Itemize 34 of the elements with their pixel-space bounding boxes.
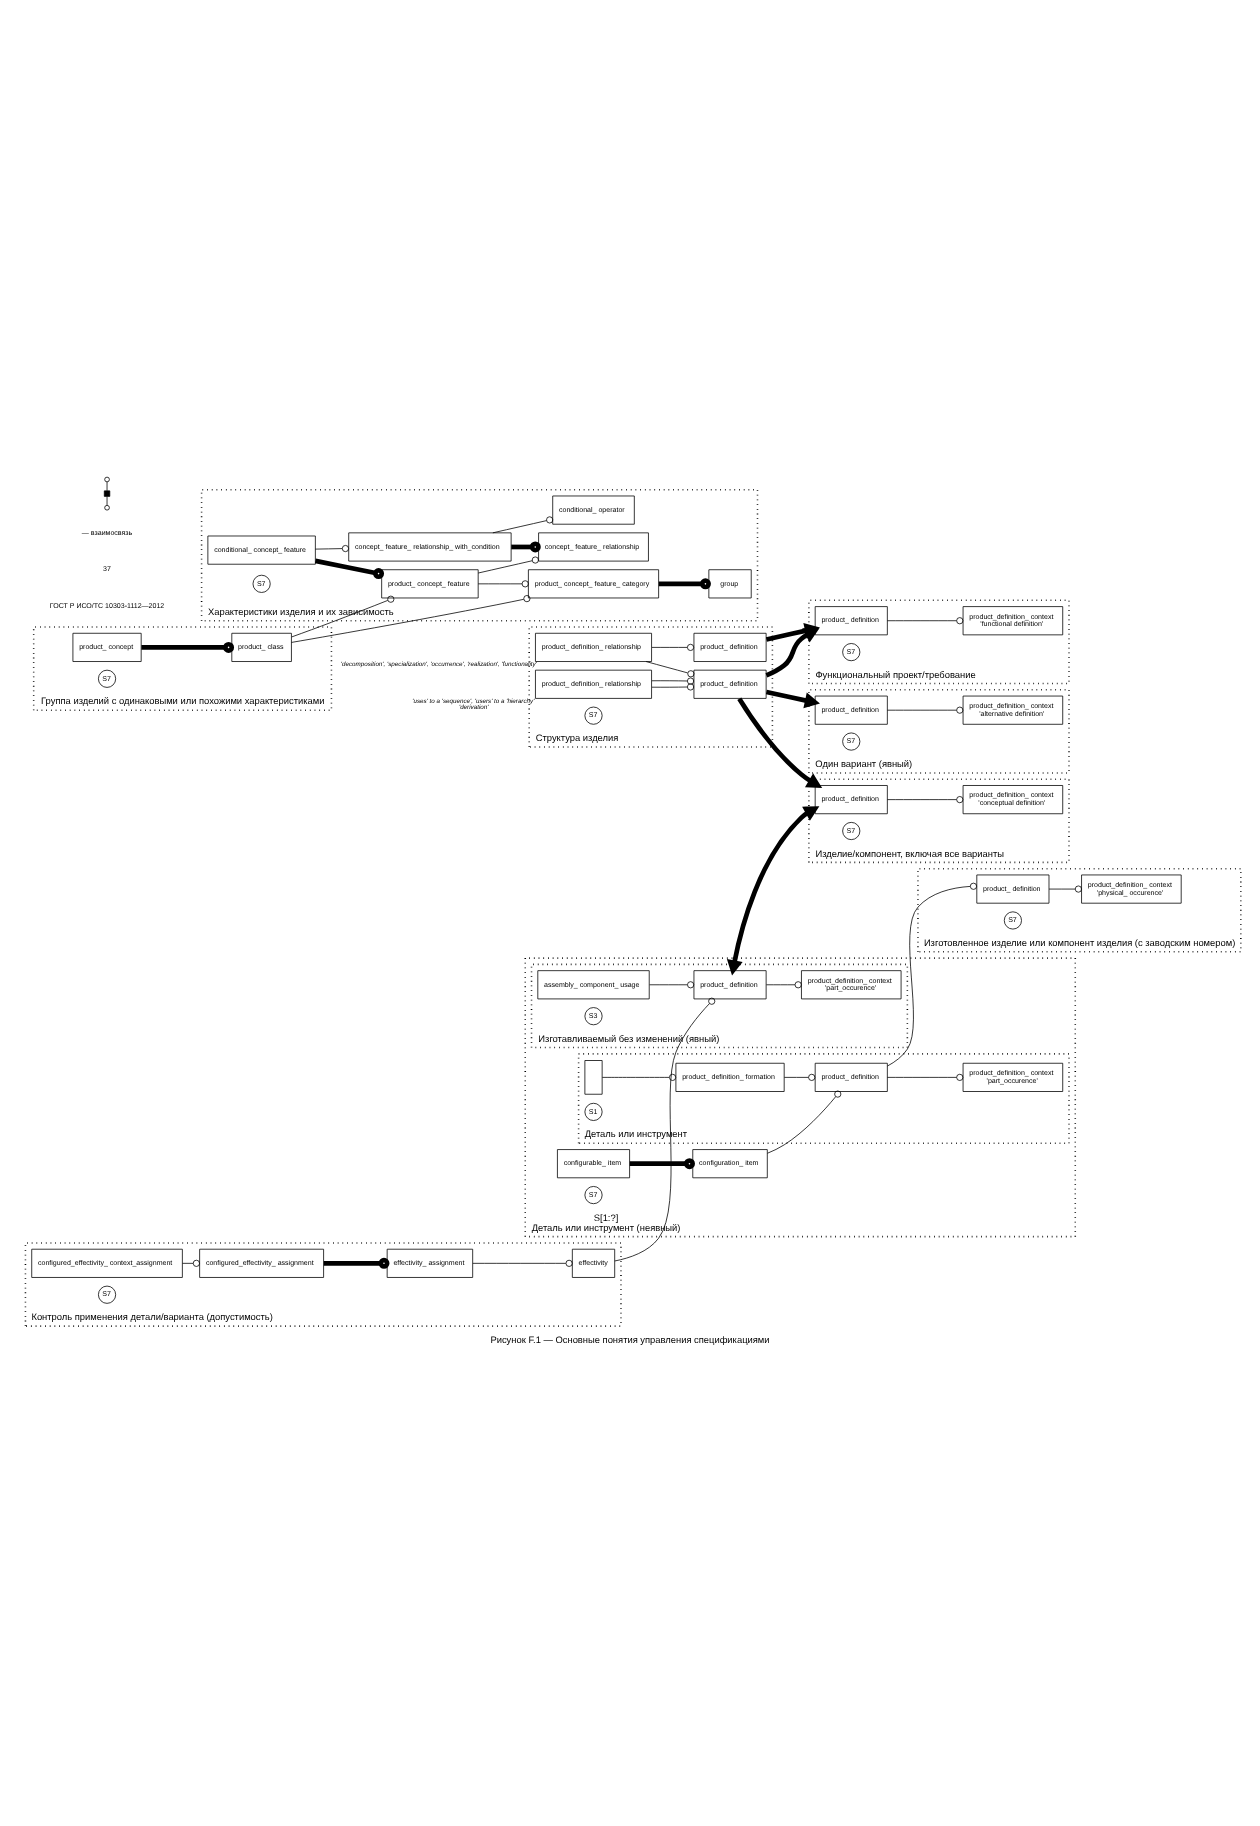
connector bbox=[477, 580, 529, 588]
connector bbox=[601, 1073, 677, 1081]
connector bbox=[649, 981, 695, 989]
connector bbox=[323, 1257, 390, 1269]
connector bbox=[651, 677, 695, 685]
connector bbox=[629, 1158, 695, 1170]
connector bbox=[767, 1090, 842, 1154]
connector bbox=[315, 545, 349, 553]
connector bbox=[887, 796, 964, 804]
connector bbox=[477, 556, 539, 574]
connector bbox=[1048, 885, 1082, 893]
arrow bbox=[765, 689, 820, 709]
connector bbox=[887, 882, 977, 1067]
connector bbox=[511, 541, 541, 553]
connector bbox=[651, 643, 695, 651]
connector bbox=[887, 706, 964, 714]
connector bbox=[314, 558, 385, 580]
connector bbox=[887, 617, 964, 625]
connector bbox=[766, 981, 802, 989]
arrow bbox=[726, 806, 820, 976]
connector bbox=[182, 1259, 200, 1267]
connector bbox=[291, 595, 395, 638]
connector bbox=[887, 1073, 964, 1081]
connector bbox=[141, 641, 235, 653]
connector bbox=[658, 578, 711, 590]
connector bbox=[651, 683, 695, 691]
connector bbox=[492, 516, 554, 534]
connector bbox=[472, 1259, 573, 1267]
arrow bbox=[737, 697, 823, 789]
connector bbox=[291, 595, 531, 643]
node-box bbox=[584, 1060, 603, 1095]
connector bbox=[783, 1073, 816, 1081]
connector bbox=[614, 997, 716, 1262]
connector bbox=[645, 661, 695, 678]
